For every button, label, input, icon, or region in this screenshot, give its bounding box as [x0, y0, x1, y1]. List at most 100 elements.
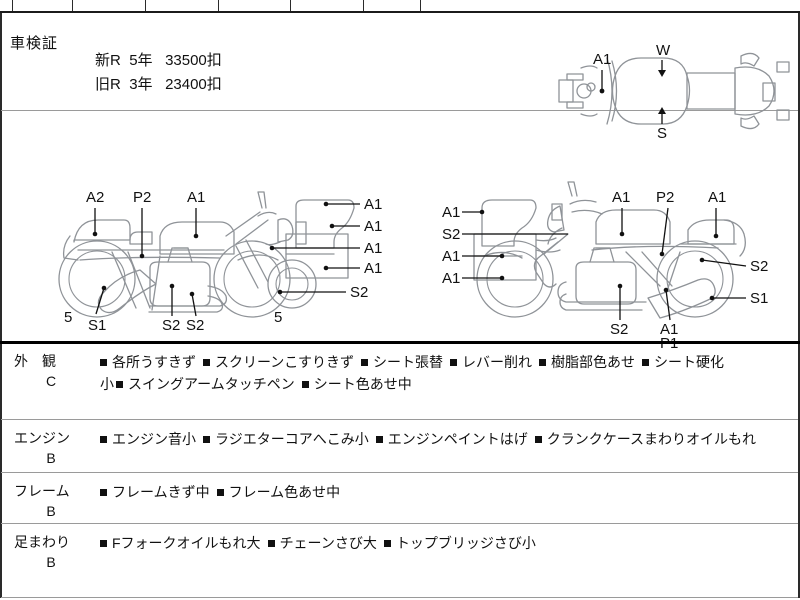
inspection-block: 車検証 新R 5年 33500扣 旧R 3年 23400扣 [0, 20, 800, 120]
bullet-icon [267, 540, 275, 548]
condition-items-exterior: 各所うすきず スクリーンこすりきず シート張替 レバー削れ樹脂部色あせ シート硬化 小ス… [100, 351, 794, 395]
bullet-icon [116, 381, 123, 389]
bullet-icon [539, 359, 547, 367]
condition-item: シート張替 [361, 351, 443, 373]
condition-row-exterior: 外 観 C 各所うすきずスクリーンこすりきずシート張替レバー削れ樹脂部色あせシー… [0, 345, 800, 419]
condition-key-exterior: 外 観 [14, 353, 56, 369]
label-top-s: S [657, 125, 667, 142]
condition-line: フレームきず中 フレーム色あせ中 [100, 481, 794, 503]
condition-item: エンジン音小 [100, 428, 196, 450]
condition-line: Fフォークオイルもれ大 チェーンさび大 トップブリッジさび小 [100, 532, 794, 554]
condition-line: エンジン音小 ラジエターコアへこみ小 エンジンペイントはげ クランクケースまわりオイル… [100, 428, 794, 450]
condition-row-suspension: 足まわり B Fフォークオイルもれ大チェーンさび大トップブリッジさび小 [0, 526, 800, 586]
top-divider [420, 0, 421, 11]
condition-item-label: フレームきず中 [112, 484, 210, 500]
condition-item-label: シート硬化 [654, 354, 725, 370]
rule-condition-top [0, 341, 800, 344]
label-left-a1-case4: A1 [364, 260, 382, 277]
label-left-a1-case2: A1 [364, 218, 382, 235]
condition-item-label: シート張替 [373, 354, 444, 370]
condition-item: Fフォークオイルもれ大 [100, 532, 261, 554]
label-right-s2-frame: S2 [750, 258, 768, 275]
condition-grade-exterior: C [45, 373, 57, 389]
condition-item: エンジンペイントはげ [375, 428, 528, 450]
condition-item-label: レバー削れ [462, 354, 533, 370]
condition-item: レバー削れ [450, 351, 532, 373]
bullet-icon [361, 359, 369, 367]
top-divider [363, 0, 364, 11]
condition-item: シート色あせ中 [301, 373, 412, 395]
condition-grade-frame: B [46, 503, 56, 519]
condition-key-frame: フレーム [14, 483, 70, 499]
condition-row-engine: エンジン B エンジン音小ラジエターコアへこみ小エンジンペイントはげクランクケー… [0, 422, 800, 472]
label-top-a1: A1 [593, 51, 611, 68]
condition-item: 各所うすきず [100, 351, 196, 373]
rule-bottom [1, 597, 798, 598]
inspection-distance-new: 33500扣 [165, 52, 222, 69]
label-right-s2-engine: S2 [610, 321, 628, 338]
top-partial-table-row [0, 0, 800, 11]
label-right-s1: S1 [750, 290, 768, 307]
label-right-s2-top: S2 [442, 226, 460, 243]
condition-item-label: クランクケースまわりオイルもれ [546, 431, 757, 447]
diagram-top-view: A1 W S [558, 42, 790, 142]
label-left-s2-engine: S2 [162, 317, 180, 334]
inspection-kind-new: 新R [95, 52, 121, 69]
top-divider [12, 0, 13, 11]
label-left-a1-case1: A1 [364, 196, 382, 213]
bullet-icon [100, 436, 107, 444]
condition-item-label: チェーンさび大 [279, 535, 377, 551]
bullet-icon [375, 436, 383, 444]
label-left-s1: S1 [88, 317, 106, 334]
bullet-icon [383, 540, 391, 548]
label-left-a1-tank: A1 [187, 189, 205, 206]
bullet-icon [642, 359, 650, 367]
bullet-icon [534, 436, 542, 444]
condition-item-label: トップブリッジさび小 [395, 535, 536, 551]
bullet-icon [100, 359, 107, 367]
inspection-line-old: 旧R 3年 23400扣 [70, 56, 222, 111]
bullet-icon [100, 489, 107, 497]
rule-after-frame [1, 523, 798, 524]
bullet-icon [301, 381, 309, 389]
inspection-label: 車検証 [10, 35, 59, 52]
condition-items-suspension: Fフォークオイルもれ大 チェーンさび大 トップブリッジさび小 [100, 532, 794, 554]
diagram-right-side-view: A1 S2 A1 A1 A1 P2 A1 S2 S1 [442, 181, 768, 349]
label-left-5-front: 5 [274, 309, 282, 326]
condition-item-label: スクリーンこすりきず [215, 354, 355, 370]
inspection-years-old: 3年 [129, 76, 153, 93]
condition-item: スイングアームタッチペン [116, 373, 295, 395]
condition-grade-suspension: B [46, 554, 56, 570]
diagram-area: A1 W S [0, 14, 800, 349]
top-divider [145, 0, 146, 11]
inspection-years-new: 5年 [129, 52, 153, 69]
condition-item-label: スイングアームタッチペン [128, 376, 295, 392]
label-right-a1-case2: A1 [442, 248, 460, 265]
condition-item: トップブリッジさび小 [383, 532, 536, 554]
frame-right-edge [798, 13, 800, 598]
top-divider [72, 0, 73, 11]
bullet-icon [203, 436, 210, 444]
label-right-a1-tank: A1 [612, 189, 630, 206]
label-right-a1-seat: A1 [708, 189, 726, 206]
bullet-icon [216, 489, 224, 497]
condition-item: 樹脂部色あせ [539, 351, 635, 373]
inspection-distance-old: 23400扣 [165, 76, 222, 93]
frame-left-edge [0, 13, 2, 598]
condition-item: フレーム色あせ中 [216, 481, 341, 503]
condition-item: フレームきず中 [100, 481, 210, 503]
condition-line-prefix: 小 [100, 376, 114, 392]
condition-item-label: エンジンペイントはげ [387, 431, 528, 447]
condition-item: クランクケースまわりオイルもれ [534, 428, 757, 450]
condition-item-label: 各所うすきず [112, 354, 196, 370]
label-right-a1-case1: A1 [442, 204, 460, 221]
rule-after-exterior [1, 419, 798, 420]
condition-items-frame: フレームきず中 フレーム色あせ中 [100, 481, 794, 503]
condition-item-label: シート色あせ中 [313, 376, 412, 392]
label-left-5-rear: 5 [64, 309, 72, 326]
condition-item-label: ラジエターコアへこみ小 [215, 431, 369, 447]
condition-item: ラジエターコアへこみ小 [203, 428, 369, 450]
condition-items-engine: エンジン音小 ラジエターコアへこみ小 エンジンペイントはげ クランクケースまわりオイル… [100, 428, 794, 450]
condition-item-label: フレーム色あせ中 [228, 484, 341, 500]
